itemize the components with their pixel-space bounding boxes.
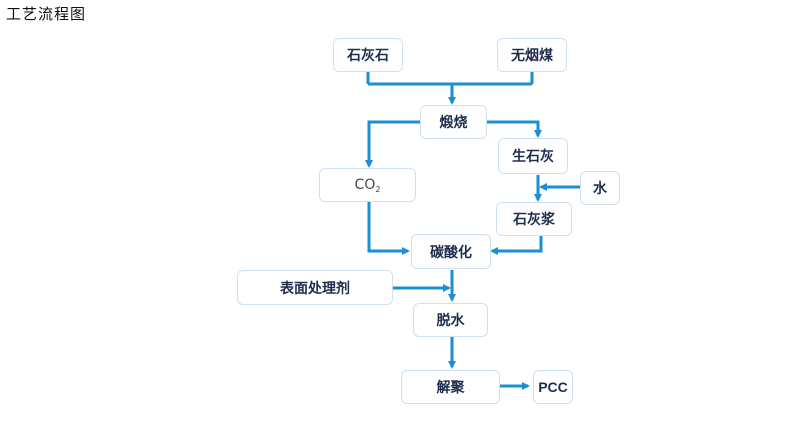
edge-calcine-to-co2 bbox=[365, 120, 420, 168]
edge-co2-to-carbonation bbox=[367, 201, 410, 255]
node-surface-agent-label: 表面处理剂 bbox=[280, 280, 350, 297]
node-calcine[interactable]: 煅烧 bbox=[420, 105, 487, 139]
node-limestone[interactable]: 石灰石 bbox=[333, 38, 403, 72]
node-pcc[interactable]: PCC bbox=[533, 370, 573, 404]
node-limestone-label: 石灰石 bbox=[347, 48, 389, 64]
edge-calcine-to-quicklime bbox=[487, 120, 542, 138]
node-depolymerize[interactable]: 解聚 bbox=[401, 370, 500, 404]
node-carbonation-label: 碳酸化 bbox=[430, 244, 472, 261]
node-dewater[interactable]: 脱水 bbox=[413, 303, 488, 337]
edge-slurry-to-carbonation bbox=[490, 235, 543, 255]
node-quicklime[interactable]: 生石灰 bbox=[498, 138, 568, 174]
node-co2-main: CO bbox=[354, 176, 376, 193]
node-surface-agent[interactable]: 表面处理剂 bbox=[237, 270, 393, 305]
node-lime-slurry[interactable]: 石灰浆 bbox=[496, 202, 572, 236]
node-water-label: 水 bbox=[593, 181, 607, 197]
page-title: 工艺流程图 bbox=[6, 5, 87, 23]
node-depolymerize-label: 解聚 bbox=[436, 380, 465, 396]
node-anthracite-label: 无烟煤 bbox=[511, 48, 553, 64]
node-pcc-label: PCC bbox=[538, 379, 568, 395]
node-anthracite[interactable]: 无烟煤 bbox=[497, 38, 567, 72]
node-calcine-label: 煅烧 bbox=[439, 115, 468, 131]
node-co2-label: CO2 bbox=[355, 177, 381, 194]
node-water[interactable]: 水 bbox=[580, 171, 620, 205]
node-co2[interactable]: CO2 bbox=[319, 168, 416, 202]
node-co2-subscript: 2 bbox=[375, 184, 381, 194]
node-carbonation[interactable]: 碳酸化 bbox=[411, 234, 491, 269]
node-quicklime-label: 生石灰 bbox=[512, 149, 554, 165]
node-lime-slurry-label: 石灰浆 bbox=[513, 212, 555, 228]
node-dewater-label: 脱水 bbox=[436, 313, 465, 329]
